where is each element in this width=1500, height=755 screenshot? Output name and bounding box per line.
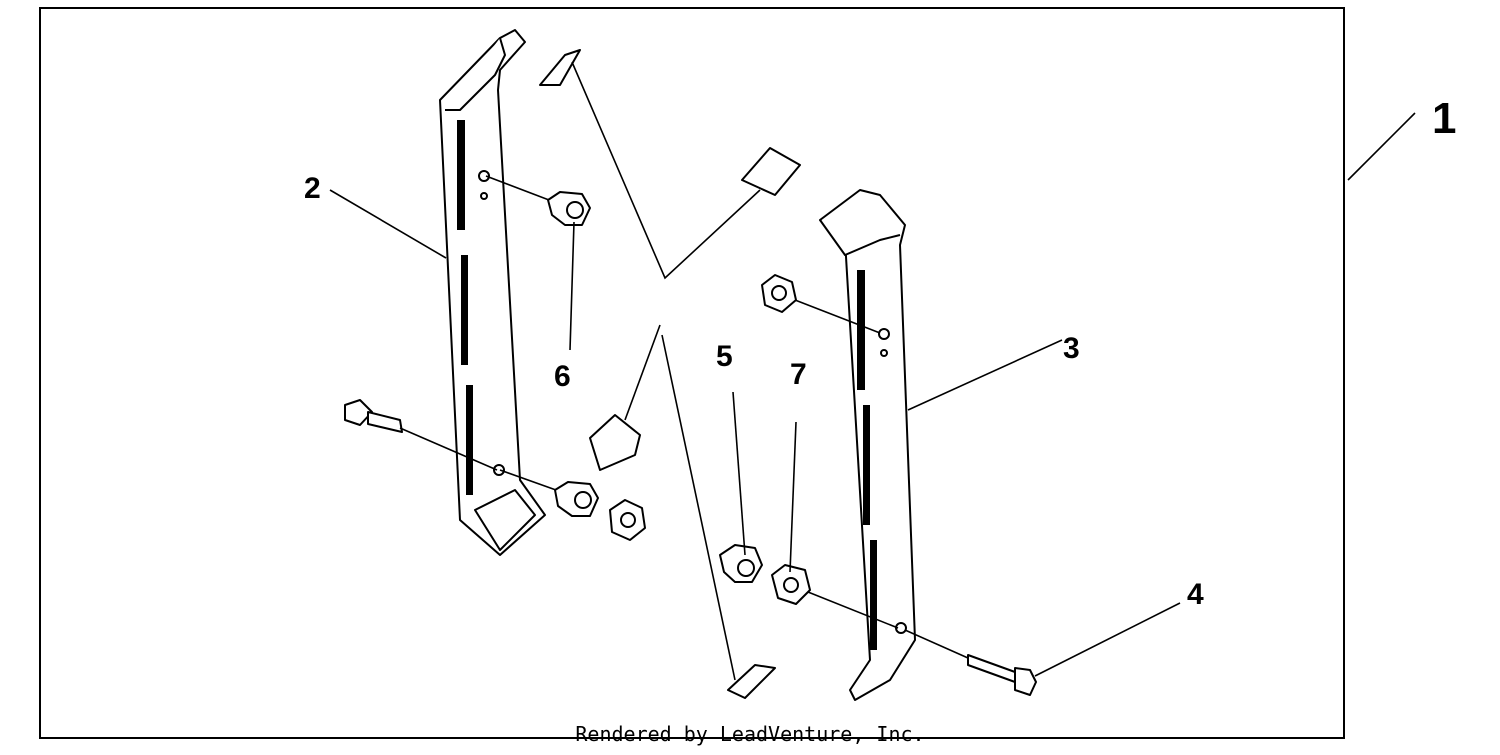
- footer-credit: Rendered by LeadVenture, Inc.: [575, 722, 925, 746]
- callout-1: 1: [1432, 94, 1456, 143]
- callout-4: 4: [1187, 578, 1204, 611]
- leader-5: [732, 391, 746, 556]
- right-bracket: [819, 189, 916, 701]
- leader-2: [329, 189, 447, 259]
- strip-gasket: [539, 49, 801, 699]
- callout-5: 5: [716, 340, 733, 373]
- left-bracket: [439, 29, 546, 556]
- bolt-left: [344, 399, 498, 471]
- spacer-lower-left: [499, 469, 599, 517]
- spacer-6: [485, 175, 591, 226]
- spacer-5: [719, 544, 763, 583]
- callout-6: 6: [554, 360, 571, 393]
- diagram-frame: [39, 7, 1345, 739]
- callout-7: 7: [790, 358, 807, 391]
- leader-1: [1347, 112, 1416, 181]
- bolt-4: [904, 629, 1037, 696]
- nut-upper-right: [761, 274, 881, 334]
- leader-4: [1034, 602, 1181, 677]
- leader-6: [569, 221, 575, 351]
- callout-3: 3: [1063, 332, 1080, 365]
- nut-lower-left: [609, 499, 646, 541]
- leader-7: [789, 421, 797, 573]
- leader-3: [907, 339, 1063, 411]
- callout-2: 2: [304, 172, 321, 205]
- nut-7: [771, 564, 899, 629]
